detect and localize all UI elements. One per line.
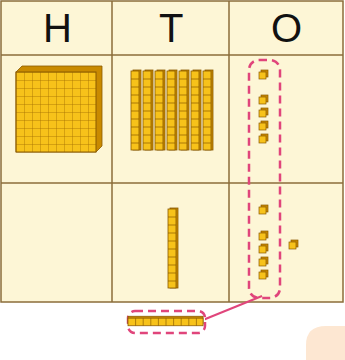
tens-rods	[131, 70, 213, 150]
table-grid	[1, 1, 343, 302]
column-header: T	[159, 6, 183, 50]
tens-rod	[168, 208, 178, 288]
leader-line	[198, 296, 262, 322]
ones-cubes	[259, 70, 298, 279]
column-header: O	[271, 6, 302, 50]
exchange-bracket	[128, 311, 205, 333]
hundred-flat	[16, 66, 102, 152]
corner-shape	[306, 326, 345, 360]
regroup-bracket	[249, 60, 280, 298]
tens-rod	[128, 316, 203, 326]
column-header: H	[43, 6, 72, 50]
